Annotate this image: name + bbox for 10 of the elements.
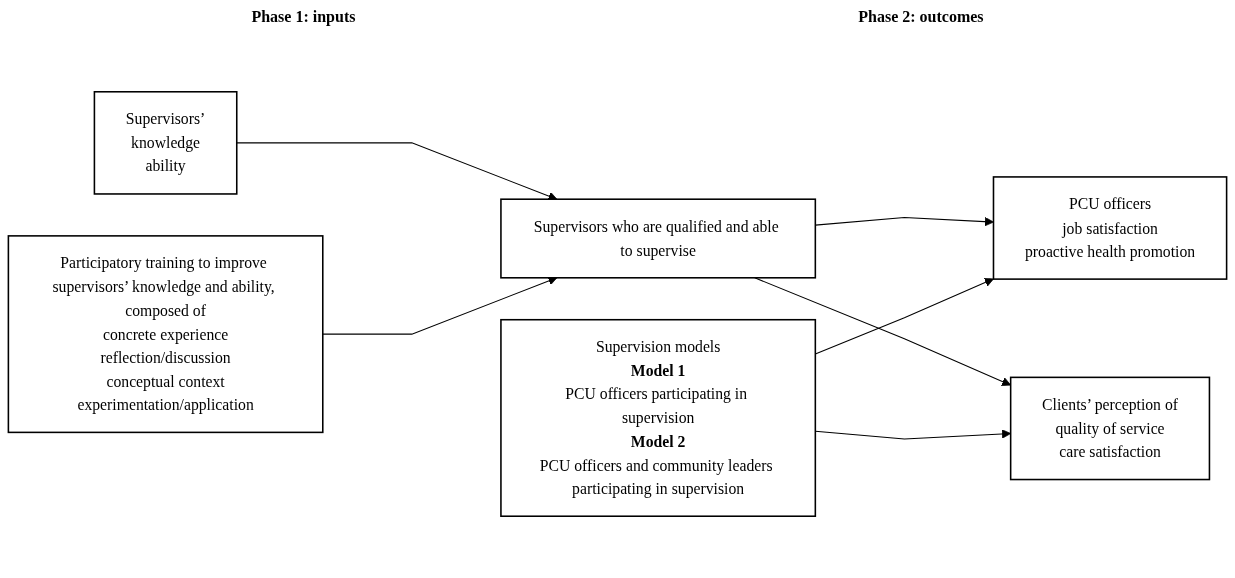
arrow — [322, 276, 558, 335]
node-box: Supervisors who are qualified and able to supervise — [500, 198, 817, 279]
node-box: Participatory training to improve supervisors’ knowledge and ability, composed of concrete experience reflection/discussion conceptual context experimentation/application — [7, 235, 324, 434]
node-box: Supervisors’ knowledge ability — [93, 91, 238, 195]
node-box: PCU officers job satisfaction proactive health promotion — [992, 176, 1228, 280]
phase-heading: Phase 2: outcomes — [858, 8, 984, 26]
phase-heading: Phase 1: inputs — [251, 8, 356, 26]
arrow — [236, 142, 558, 201]
node-box: Supervision models Model 1 PCU officers participating in supervision Model 2 PCU officers and community leaders participating in supervision — [500, 318, 817, 517]
node-box: Clients’ perception of quality of service care satisfaction — [1009, 376, 1211, 481]
